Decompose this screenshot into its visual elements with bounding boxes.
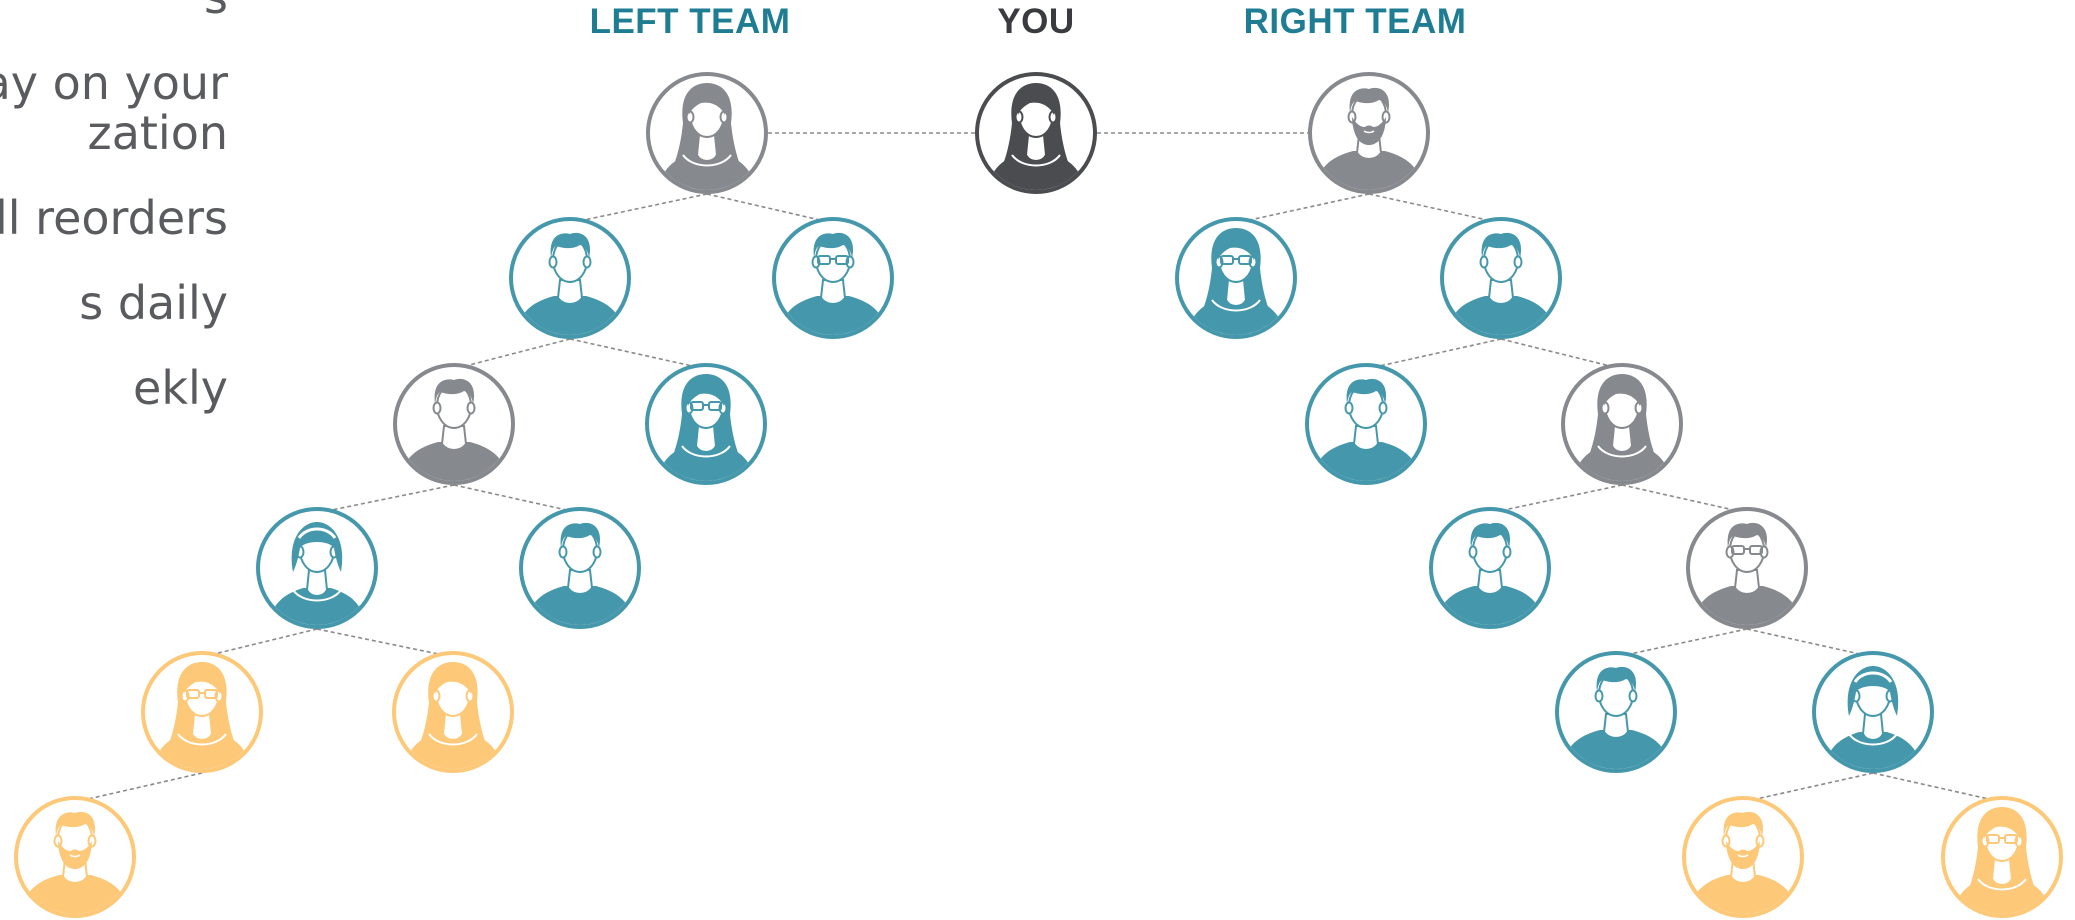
avatar-nodes (14, 72, 2063, 918)
person-icon (523, 522, 637, 625)
feature-bullet-list: s ay on your zation ll reorders s daily … (0, 0, 240, 440)
right-member-avatar (1429, 507, 1551, 629)
person-icon (1821, 666, 1925, 769)
left-member-avatar (392, 651, 514, 773)
left-member-avatar (645, 363, 767, 485)
person-icon (1309, 378, 1423, 481)
right-member-avatar (1555, 651, 1677, 773)
connector-line (1500, 338, 1623, 370)
left-member-avatar (393, 363, 515, 485)
right-member-avatar (1812, 651, 1934, 773)
person-icon (776, 232, 890, 335)
connector-line (1621, 484, 1748, 514)
left-member-avatar (14, 796, 136, 918)
right-member-avatar (1686, 507, 1808, 629)
connector-line (1368, 193, 1502, 224)
connector-line (1615, 628, 1748, 658)
right-team-heading: RIGHT TEAM (1243, 2, 1467, 41)
right-member-avatar (1682, 796, 1804, 918)
left-member-avatar (519, 507, 641, 629)
left-member-avatar (772, 217, 894, 339)
bullet-text: s daily (79, 276, 228, 330)
person-icon (654, 374, 758, 481)
connector-line (569, 193, 708, 224)
bullet-text: ay on your (0, 56, 228, 110)
right-member-avatar (1175, 217, 1297, 339)
left-member-avatar (141, 651, 263, 773)
person-icon (1686, 811, 1800, 914)
person-icon (1184, 228, 1288, 335)
connector-line (316, 628, 454, 658)
person-icon (1690, 522, 1804, 625)
connector-lines (74, 132, 2003, 803)
left-member-avatar (509, 217, 631, 339)
person-icon (984, 83, 1088, 190)
left-member-avatar (256, 507, 378, 629)
connector-line (706, 193, 834, 224)
person-icon (265, 522, 369, 625)
right-team-root-avatar (1308, 72, 1430, 194)
left-team-root-avatar (646, 72, 768, 194)
right-member-avatar (1561, 363, 1683, 485)
connector-line (453, 484, 581, 514)
connector-line (1742, 772, 1874, 803)
person-icon (1312, 87, 1426, 190)
connector-line (569, 338, 707, 370)
person-icon (513, 232, 627, 335)
left-team-heading: LEFT TEAM (589, 2, 791, 41)
person-icon (1433, 522, 1547, 625)
bullet-text: zation (87, 106, 228, 160)
connector-line (201, 628, 318, 658)
person-icon (655, 83, 759, 190)
person-icon (397, 378, 511, 481)
connector-line (453, 338, 571, 370)
bullet-text: s (204, 0, 228, 22)
person-icon (1570, 374, 1674, 481)
bullet-text: ekly (133, 361, 228, 415)
you-heading: YOU (997, 2, 1075, 41)
connector-line (74, 772, 203, 803)
bullet-text: ll reorders (0, 191, 228, 245)
connector-line (1489, 484, 1623, 514)
right-member-avatar (1941, 796, 2063, 918)
connector-line (1746, 628, 1874, 658)
person-icon (401, 662, 505, 769)
person-icon (1559, 666, 1673, 769)
person-icon (1444, 232, 1558, 335)
person-icon (150, 662, 254, 769)
right-member-avatar (1305, 363, 1427, 485)
connector-line (316, 484, 455, 514)
you-avatar (975, 72, 1097, 194)
person-icon (18, 811, 132, 914)
right-member-avatar (1440, 217, 1562, 339)
connector-line (1365, 338, 1502, 370)
connector-line (1235, 193, 1370, 224)
person-icon (1950, 807, 2054, 914)
connector-line (1872, 772, 2003, 803)
